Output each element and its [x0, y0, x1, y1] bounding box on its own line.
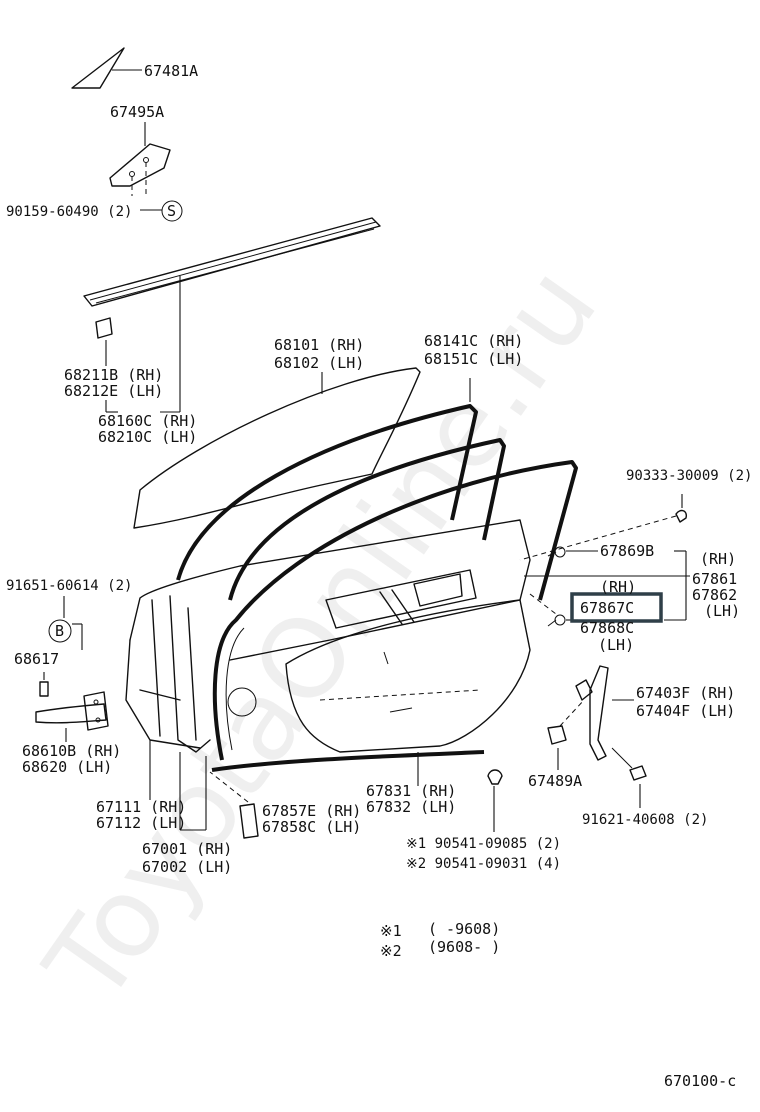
label-91621-40608: 91621-40608 (2) [582, 812, 708, 828]
label-67403F: 67403F (RH) [636, 684, 735, 702]
label-67862: 67862 [692, 586, 737, 604]
label-lh-mid: (LH) [598, 636, 634, 654]
label-68620: 68620 (LH) [22, 758, 112, 776]
lower-leader-lines [149, 740, 259, 839]
label-lh-right: (LH) [704, 602, 740, 620]
label-68102: 68102 (LH) [274, 354, 364, 372]
part-67861-lower-drawing [211, 750, 485, 772]
label-68617: 68617 [14, 650, 59, 668]
part-68101-glass-drawing [133, 367, 421, 529]
label-67489A: 67489A [528, 772, 582, 790]
note2-mark: ※2 [380, 942, 402, 960]
label-90541-09031: ※2 90541-09031 (4) [406, 856, 561, 872]
label-67867C: 67867C [580, 599, 634, 617]
note1-range: ( -9608) [428, 920, 500, 938]
label-s-symbol: S [167, 202, 176, 220]
label-67481A: 67481A [144, 62, 198, 80]
part-68141C-run-channel-drawing [176, 378, 506, 601]
part-67869B-67867C-drawing [519, 494, 690, 627]
part-68610B-door-check-drawing [35, 596, 109, 742]
part-67861-weatherstrip-drawing [212, 460, 578, 761]
label-67868C: 67868C [580, 619, 634, 637]
label-68210C: 68210C (LH) [98, 428, 197, 446]
part-67495A-drawing [109, 122, 183, 222]
label-91651-60614: 91651-60614 (2) [6, 578, 132, 594]
part-67001-door-panel-drawing [125, 519, 531, 753]
note1-mark: ※1 [380, 922, 402, 940]
label-67831: 67831 (RH) [366, 782, 456, 800]
diagram-code: 670100-c [664, 1072, 736, 1090]
label-68101: 68101 (RH) [274, 336, 364, 354]
label-67112: 67112 (LH) [96, 814, 186, 832]
label-90333-30009: 90333-30009 (2) [626, 468, 752, 484]
part-67481A-drawing [71, 47, 142, 89]
label-68141C: 68141C (RH) [424, 332, 523, 350]
label-67869B: 67869B [600, 542, 654, 560]
label-68151C: 68151C (LH) [424, 350, 523, 368]
label-90541-09085: ※1 90541-09085 (2) [406, 836, 561, 852]
label-67404F: 67404F (LH) [636, 702, 735, 720]
b-symbol-circle [48, 619, 72, 643]
part-90541-clip-drawing [487, 769, 503, 832]
s-symbol-circle [161, 200, 183, 222]
label-67861: 67861 [692, 570, 737, 588]
label-67858C: 67858C (LH) [262, 818, 361, 836]
note2-range: (9608- ) [428, 938, 500, 956]
label-67001: 67001 (RH) [142, 840, 232, 858]
label-67495A: 67495A [110, 103, 164, 121]
label-68212E: 68212E (LH) [64, 382, 163, 400]
label-67832: 67832 (LH) [366, 798, 456, 816]
part-67831-hole-cover-drawing [285, 599, 531, 786]
label-rh-right: (RH) [700, 550, 736, 568]
label-68211B: 68211B (RH) [64, 366, 163, 384]
label-rh-mid: (RH) [600, 578, 636, 596]
label-67002: 67002 (LH) [142, 858, 232, 876]
highlight-box-67867C [570, 592, 663, 623]
label-90159-60490: 90159-60490 (2) [6, 204, 132, 220]
part-68160C-drawing [83, 217, 381, 413]
label-68610B: 68610B (RH) [22, 742, 121, 760]
label-67857E: 67857E (RH) [262, 802, 361, 820]
label-68160C: 68160C (RH) [98, 412, 197, 430]
label-67111: 67111 (RH) [96, 798, 186, 816]
label-b-symbol: B [55, 622, 64, 640]
part-67403F-channel-drawing [547, 665, 647, 808]
